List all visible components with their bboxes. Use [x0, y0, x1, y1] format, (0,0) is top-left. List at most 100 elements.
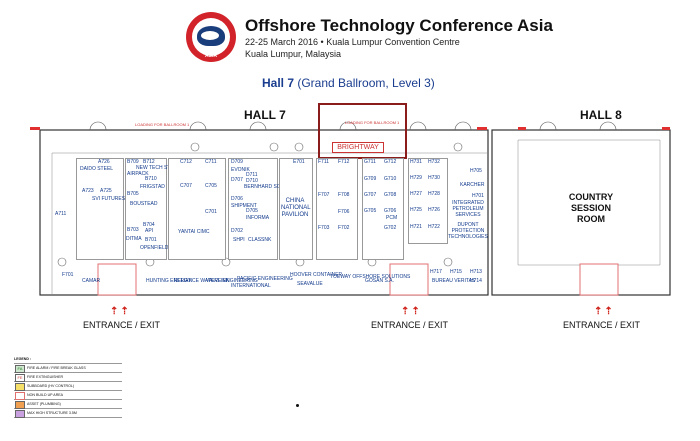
non-build-icon: [15, 392, 25, 400]
booth-g710[interactable]: G710: [384, 176, 397, 182]
booth-h714[interactable]: H714: [470, 278, 482, 284]
booth-f707[interactable]: F707: [318, 192, 330, 198]
booth-f703[interactable]: F703: [318, 225, 330, 231]
booth-g702[interactable]: G702: [384, 225, 397, 231]
booth-b704[interactable]: B704: [143, 222, 155, 228]
booth-informa[interactable]: INFORMA: [246, 215, 270, 221]
booth-hoover[interactable]: HOOVER CONTAINER: [290, 272, 343, 278]
booth-airpack[interactable]: AIRPACK: [127, 171, 149, 177]
entrance-exit-2[interactable]: ENTRANCE / EXIT: [371, 320, 449, 330]
booth-yantai[interactable]: YANTAI CIMC: [178, 229, 210, 235]
brightway-booth-tag[interactable]: BRIGHTWAY: [332, 142, 384, 153]
booth-h705[interactable]: H705: [470, 168, 482, 174]
booth-c707[interactable]: C707: [180, 183, 192, 189]
booth-d707[interactable]: D707: [231, 177, 243, 183]
booth-a725[interactable]: A725: [100, 188, 112, 194]
booth-seavalue[interactable]: SEAVALUE: [297, 281, 323, 287]
booth-toeway[interactable]: TOEWAY OFFSHORE SOLUTIONS: [330, 274, 411, 280]
booth-evonik[interactable]: EVONIK: [231, 167, 250, 173]
booth-international[interactable]: INTERNATIONAL: [231, 283, 271, 289]
booth-a723[interactable]: A723: [82, 188, 94, 194]
booth-g709[interactable]: G709: [364, 176, 377, 182]
booth-pacific[interactable]: PACIFIC ENGINEERING: [237, 276, 293, 282]
booth-d710[interactable]: D710: [246, 178, 258, 184]
booth-b701[interactable]: B701: [145, 237, 157, 243]
booth-c711[interactable]: C711: [205, 159, 217, 165]
booth-camar[interactable]: CAMAR: [82, 278, 101, 284]
booth-shipment[interactable]: SHIPMENT: [231, 203, 257, 209]
booth-pcm[interactable]: PCM: [386, 215, 398, 221]
booth-h730[interactable]: H730: [428, 175, 440, 181]
booth-d702[interactable]: D702: [231, 228, 243, 234]
country-session-room[interactable]: COUNTRY SESSION ROOM: [568, 192, 614, 224]
booth-h726[interactable]: H726: [428, 207, 440, 213]
booth-d711[interactable]: D711: [246, 172, 258, 178]
booth-shpi[interactable]: SHPI: [233, 237, 245, 243]
booth-g705[interactable]: G705: [364, 208, 377, 214]
booth-g707[interactable]: G707: [364, 192, 377, 198]
booth-h713[interactable]: H713: [470, 269, 482, 275]
booth-h728[interactable]: H728: [428, 191, 440, 197]
booth-a711[interactable]: A711: [55, 211, 67, 217]
booth-b710[interactable]: B710: [145, 176, 157, 182]
booth-c701[interactable]: C701: [205, 209, 217, 215]
booth-g711[interactable]: G711: [364, 159, 376, 165]
booth-hunting[interactable]: HUNTING ENERGY: [146, 278, 192, 284]
booth-f712[interactable]: F712: [338, 159, 350, 165]
booth-h731[interactable]: H731: [410, 159, 422, 165]
booth-newtech[interactable]: NEW TECH SYSTEMS: [136, 165, 188, 171]
booth-h727[interactable]: H727: [410, 191, 422, 197]
booth-ditma[interactable]: DITMA: [126, 236, 142, 242]
booth-f706[interactable]: F706: [338, 209, 350, 215]
booth-block-b: [125, 158, 167, 260]
booth-daido[interactable]: DAIDO STEEL: [80, 166, 114, 172]
booth-c705[interactable]: C705: [205, 183, 217, 189]
booth-gosan[interactable]: GOSAN S.A.: [365, 278, 394, 284]
legend-max-height: MAX HIGH STRUCTURE 3.5M: [14, 409, 122, 418]
booth-boustead[interactable]: BOUSTEAD: [130, 201, 158, 207]
booth-b712[interactable]: B712: [143, 159, 155, 165]
booth-valve[interactable]: VALVE ENGINEERING: [206, 278, 258, 284]
booth-g708[interactable]: G708: [384, 192, 397, 198]
booth-karcher[interactable]: KARCHER: [460, 182, 485, 188]
booth-g712[interactable]: G712: [384, 159, 397, 165]
booth-svi[interactable]: SVI FUTURES: [92, 196, 126, 202]
booth-h725[interactable]: H725: [410, 207, 422, 213]
booth-c712[interactable]: C712: [180, 159, 192, 165]
booth-g706[interactable]: G706: [384, 208, 397, 214]
booth-openfield[interactable]: OPENFIELD: [140, 245, 169, 251]
booth-h721[interactable]: H721: [410, 224, 422, 230]
booth-b709[interactable]: B709: [127, 159, 139, 165]
booth-f701[interactable]: F701: [62, 272, 74, 278]
booth-d706[interactable]: D706: [231, 196, 243, 202]
booth-f708[interactable]: F708: [338, 192, 350, 198]
booth-reliance[interactable]: RELIANCE WATERLINK: [174, 278, 230, 284]
entrance-exit-3[interactable]: ENTRANCE / EXIT: [563, 320, 641, 330]
booth-d709[interactable]: D709: [231, 159, 243, 165]
booth-h717[interactable]: H717: [430, 269, 442, 275]
booth-h722[interactable]: H722: [428, 224, 440, 230]
booth-china-pavilion[interactable]: CHINA NATIONAL PAVILION: [281, 198, 311, 218]
booth-classnk[interactable]: CLASSNK: [248, 237, 272, 243]
entrance-exit-1[interactable]: ENTRANCE / EXIT: [83, 320, 161, 330]
booth-d705[interactable]: D705: [246, 208, 258, 214]
booth-block-e: [279, 158, 313, 260]
fire-alarm-icon: FA: [15, 365, 25, 373]
booth-h715[interactable]: H715: [450, 269, 462, 275]
booth-h701[interactable]: H701: [472, 193, 484, 199]
booth-h732[interactable]: H732: [428, 159, 440, 165]
booth-frigstad[interactable]: FRIGSTAD: [140, 184, 165, 190]
booth-dupont[interactable]: DUPONT PROTECTION TECHNOLOGIES: [448, 222, 488, 240]
booth-f711[interactable]: F711: [318, 159, 330, 165]
booth-f702[interactable]: F702: [338, 225, 350, 231]
booth-b705[interactable]: B705: [127, 191, 139, 197]
booth-a726[interactable]: A726: [98, 159, 110, 165]
booth-bureau[interactable]: BUREAU VERITAS: [432, 278, 476, 284]
booth-integrated-petroleum[interactable]: INTEGRATED PETROLEUM SERVICES: [452, 200, 484, 218]
booth-bernhard[interactable]: BERNHARD SCHULTE: [244, 184, 297, 190]
booth-b703[interactable]: B703: [127, 227, 139, 233]
booth-h729[interactable]: H729: [410, 175, 422, 181]
booth-api[interactable]: API: [145, 228, 154, 234]
booth-e701[interactable]: E701: [293, 159, 305, 165]
